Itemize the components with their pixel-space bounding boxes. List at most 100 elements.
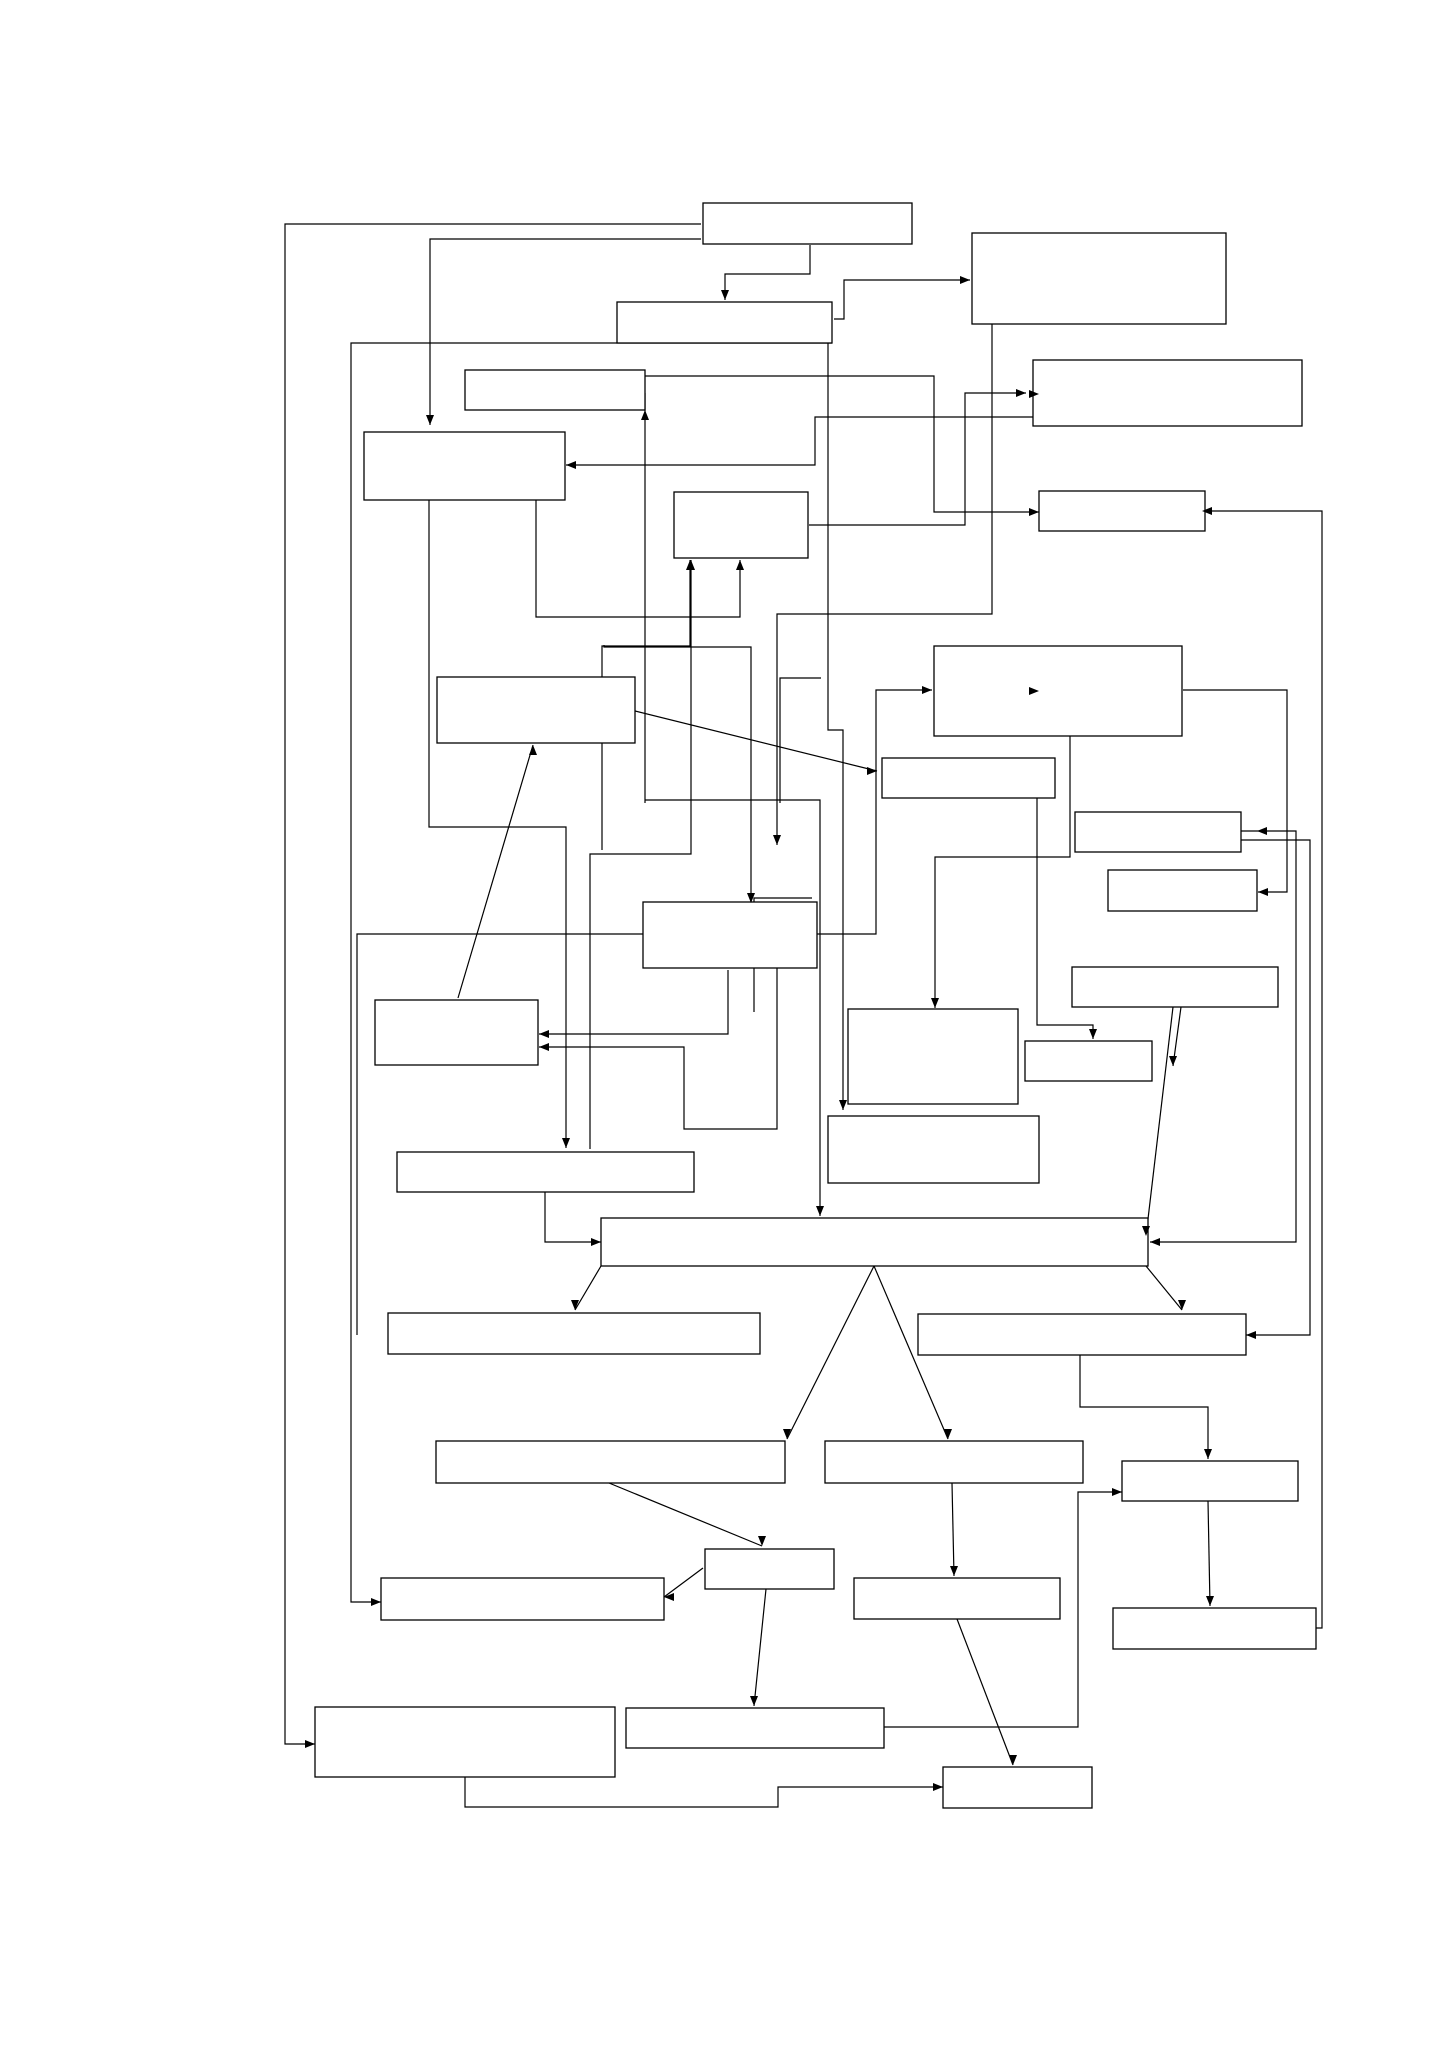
flow-box-n13 [1107,869,1258,912]
flow-box-n18 [1024,1040,1153,1082]
arrowhead-2 [426,415,434,425]
arrowhead-3 [721,290,729,300]
flow-box-n26 [1121,1460,1299,1502]
connector-2 [429,238,701,425]
arrowhead-15 [816,1206,824,1216]
connector-32 [574,1265,602,1311]
arrowhead-26 [539,1043,549,1051]
arrowhead-25 [1029,687,1039,695]
connector-42 [663,1567,704,1598]
nodes-layer [314,202,1317,1809]
connector-11 [776,324,993,845]
arrowhead-43 [950,1566,958,1576]
flow-box-n7 [1038,490,1206,532]
arrowhead-4 [960,276,970,284]
flow-box-n23 [917,1313,1247,1356]
arrowhead-14 [747,893,755,903]
arrowhead-6 [1029,508,1039,516]
flow-box-n24 [435,1440,786,1484]
connector-23 [457,744,534,999]
connector-39 [1207,1500,1211,1607]
arrowhead-22 [687,560,695,570]
arrowhead-27 [922,686,932,694]
arrowhead-1 [305,1740,315,1748]
connector-34 [786,1265,875,1440]
connector-38 [1241,839,1311,1336]
arrowhead-34 [944,1429,952,1439]
arrowhead-19 [931,998,939,1008]
flow-box-n32 [625,1707,885,1749]
connector-13 [428,500,567,1148]
arrowhead-47 [1257,827,1267,835]
flow-box-n11 [881,757,1056,799]
connector-8 [566,416,1033,466]
connector-36 [1079,1355,1209,1459]
flow-box-n21 [600,1217,1149,1267]
connector-37 [1150,830,1297,1243]
connector-30 [356,933,635,1335]
connector-6 [645,375,1039,513]
connector-46 [884,1491,1122,1728]
arrowhead-33 [783,1429,791,1439]
arrowhead-41 [664,1593,674,1601]
arrowhead-13 [562,1138,570,1148]
flow-box-n28 [380,1577,665,1621]
arrowhead-18 [1029,390,1039,398]
flow-box-n5 [464,369,646,411]
edges-layer [284,223,1323,1808]
flow-box-n3 [616,301,833,344]
arrowhead-17 [867,767,877,775]
connector-33 [1145,1265,1183,1311]
arrowhead-10 [641,410,649,420]
arrowhead-7 [839,1100,847,1110]
flow-box-n30 [1112,1607,1317,1650]
arrowhead-46 [933,1783,943,1791]
connector-43 [753,1588,767,1707]
arrowhead-44 [1009,1755,1017,1765]
connector-45 [956,1618,1014,1766]
connector-25 [753,897,812,1012]
connector-5 [350,342,832,1603]
connector-44 [951,1482,955,1577]
connector-35 [873,1265,949,1440]
connector-41 [608,1482,763,1547]
flow-box-n1 [702,202,913,245]
flow-box-n4 [1032,359,1303,427]
flow-box-n19 [827,1115,1040,1184]
flow-box-n15 [1071,966,1279,1008]
arrowhead-42 [750,1696,758,1706]
flow-box-n25 [824,1440,1084,1484]
arrowhead-39 [1202,507,1212,515]
connector-47 [464,1777,943,1808]
arrowhead-36 [1150,1238,1160,1246]
arrowhead-32 [1178,1300,1186,1310]
connector-24 [539,970,729,1035]
flow-box-n27 [704,1548,835,1590]
connector-31 [544,1192,601,1243]
arrowhead-35 [1204,1449,1212,1459]
connector-26 [539,904,778,1130]
connector-4 [834,279,970,320]
flow-box-n31 [314,1706,616,1778]
flow-box-n29 [853,1577,1061,1620]
arrowhead-24 [539,1030,549,1038]
arrowhead-21 [1089,1029,1097,1039]
flow-box-n33 [942,1766,1093,1809]
connector-16 [601,560,691,850]
flow-box-n8 [673,491,809,559]
flow-box-n9 [933,645,1183,737]
arrowhead-5 [371,1598,381,1606]
flow-box-n17 [847,1008,1019,1105]
connector-40 [1202,510,1323,1629]
flow-box-n20 [396,1151,695,1193]
connector-29 [1145,1006,1174,1237]
arrowhead-9 [1016,389,1026,397]
arrowhead-38 [1206,1596,1214,1606]
flow-box-n14 [642,901,818,969]
arrowhead-31 [571,1300,579,1310]
arrowhead-37 [1246,1331,1256,1339]
connector-22 [589,560,692,1149]
arrowhead-30 [591,1238,601,1246]
flow-box-n12 [1074,811,1242,853]
